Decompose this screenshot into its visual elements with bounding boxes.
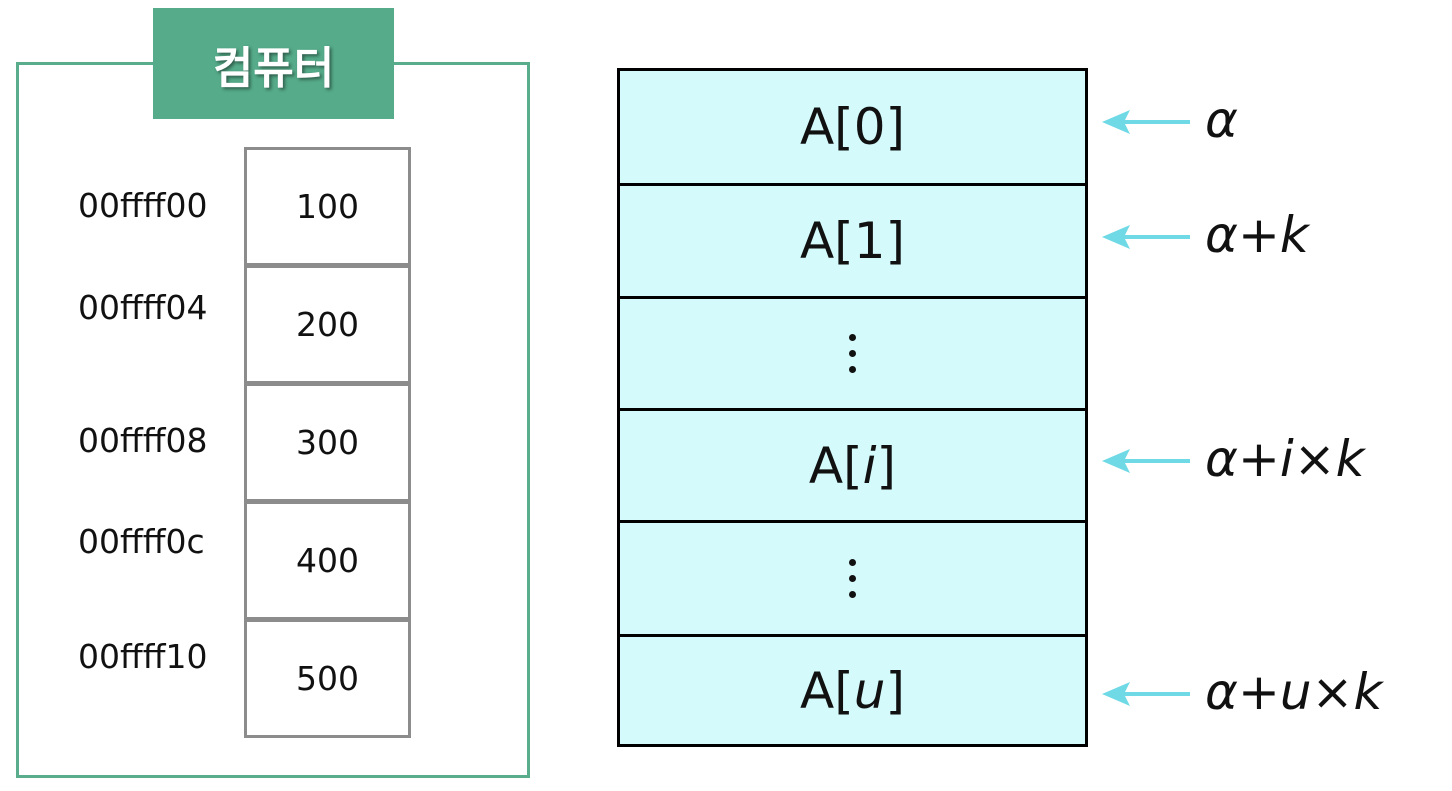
array-index-1: 1 <box>853 212 886 270</box>
left-arrow-icon <box>1102 225 1190 249</box>
address-label-alpha-plus-i-k: α+i×k <box>1205 430 1365 488</box>
array-row-ellipsis-1 <box>620 296 1085 408</box>
memory-cell-0: 100 <box>244 147 411 266</box>
array-row-au: A[u] <box>620 634 1085 744</box>
memory-address-2: 00ffff08 <box>78 421 208 460</box>
array-row-a1: A[1] <box>620 183 1085 296</box>
left-arrow-icon <box>1102 682 1190 706</box>
address-label-alpha-plus-u-k: α+u×k <box>1205 663 1383 721</box>
memory-cell-3: 400 <box>244 501 411 620</box>
memory-address-1: 00ffff04 <box>78 288 208 327</box>
vertical-ellipsis-icon <box>849 334 856 373</box>
memory-address-4: 00ffff10 <box>78 637 208 676</box>
array-memory-table: A[0] A[1] A[i] A[u] <box>617 68 1088 747</box>
computer-title: 컴퓨터 <box>153 8 394 119</box>
left-arrow-icon <box>1102 110 1190 134</box>
array-row-ai: A[i] <box>620 408 1085 520</box>
memory-cell-4: 500 <box>244 619 411 738</box>
memory-address-0: 00ffff00 <box>78 186 208 225</box>
array-row-a0: A[0] <box>799 98 906 156</box>
array-row-ellipsis-2 <box>620 520 1085 634</box>
array-index-i: i <box>862 436 877 495</box>
address-label-alpha-plus-k: α+k <box>1205 206 1309 264</box>
array-index-u: u <box>853 661 886 720</box>
array-index-0: 0 <box>853 98 886 156</box>
vertical-ellipsis-icon <box>849 559 856 598</box>
memory-cell-2: 300 <box>244 383 411 502</box>
memory-cell-1: 200 <box>244 265 411 384</box>
memory-address-3: 00ffff0c <box>78 522 205 561</box>
left-arrow-icon <box>1102 449 1190 473</box>
address-label-alpha: α <box>1205 91 1238 149</box>
